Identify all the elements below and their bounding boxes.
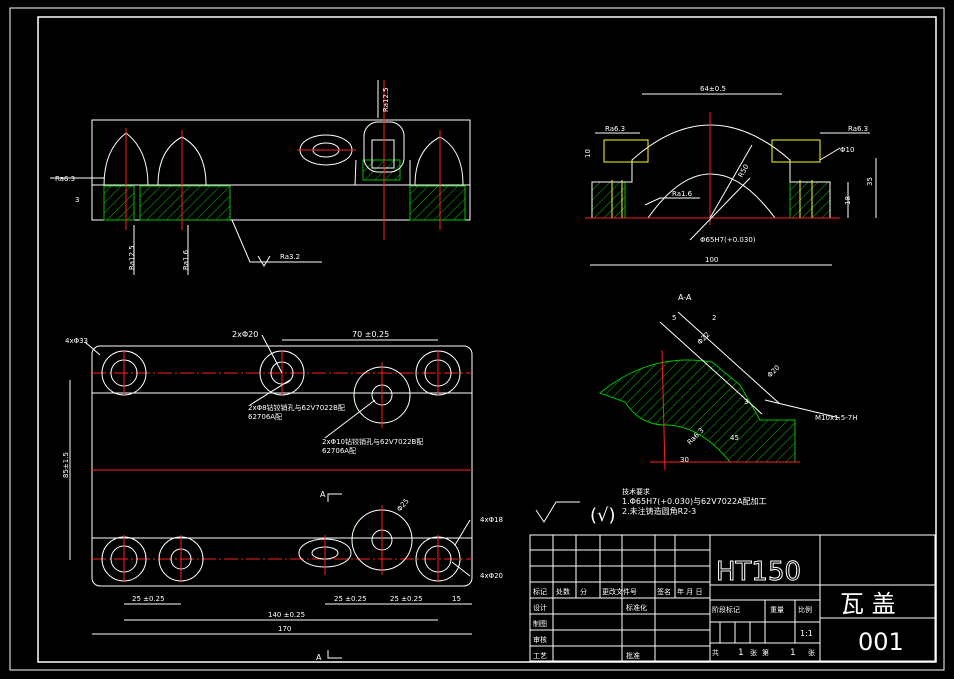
section-thread: M10x1.5-7H bbox=[815, 414, 857, 422]
side-dim-phi65: Φ65H7(+0.030) bbox=[700, 236, 756, 244]
section-dim-45: 45 bbox=[730, 434, 739, 442]
tb-drawing-no: 001 bbox=[858, 628, 904, 656]
plan-note-pin2: 2xΦ10钻铰销孔与62V7022B配 bbox=[322, 437, 423, 446]
plan-note-pin1: 2xΦ8钻铰销孔与62V7022B配 bbox=[248, 403, 345, 412]
technical-notes: (√) 技术要求 1.Φ65H7(+0.030)与62V7022A配加工 2.未… bbox=[535, 487, 767, 526]
plan-dim-25b: 25 ±0.25 bbox=[334, 595, 367, 603]
tb-page-n: 1 bbox=[790, 648, 796, 658]
plan-dim-70: 70 ±0.25 bbox=[352, 330, 389, 339]
tb-scale: 1:1 bbox=[800, 629, 813, 638]
title-block: 标记 设计 制图 审核 工艺 处数 分 更改文件号 签名 年 月 日 标准化 批… bbox=[529, 534, 936, 662]
section-dim-5: 5 bbox=[672, 314, 676, 322]
side-dim-35: 35 bbox=[866, 177, 874, 186]
tb-material: HT150 bbox=[716, 557, 801, 587]
side-ra-center: Ra1.6 bbox=[672, 190, 693, 198]
plan-phi25: Φ25 bbox=[395, 497, 410, 513]
front-ra-left: Ra6.3 bbox=[55, 175, 75, 183]
tb-weight: 重量 bbox=[770, 606, 784, 614]
front-ra-top: Ra12.5 bbox=[382, 87, 390, 112]
notes-line1: 1.Φ65H7(+0.030)与62V7022A配加工 bbox=[622, 496, 767, 506]
plan-section-mark-bottom: A bbox=[316, 653, 322, 662]
tb-row-1: 设计 bbox=[533, 603, 547, 612]
plan-hole-4x20: 4xΦ20 bbox=[480, 572, 503, 580]
tb-row-3: 审核 bbox=[533, 635, 547, 644]
section-dim-2: 2 bbox=[712, 314, 716, 322]
section-dim-phi20: Φ20 bbox=[766, 364, 782, 380]
front-dim-3: 3 bbox=[75, 196, 79, 204]
notes-line2: 2.未注铸造圆角R2-3 bbox=[622, 506, 696, 516]
section-label: A-A bbox=[678, 293, 692, 302]
section-dim-30: 30 bbox=[680, 456, 689, 464]
side-dim-18: 18 bbox=[844, 196, 852, 205]
side-view: R50 64±0.5 100 35 18 10 Ra6.3 Ra6.3 Φ10 … bbox=[584, 85, 877, 266]
front-ra-bottom2: Ra1.6 bbox=[182, 249, 190, 270]
side-dim-top: 64±0.5 bbox=[700, 85, 726, 93]
tb-page: 第 bbox=[762, 648, 769, 657]
plan-view: 4xΦ33 2xΦ20 70 ±0.25 2xΦ8钻铰销孔与62V7022B配 … bbox=[62, 330, 503, 662]
side-dim-r: R50 bbox=[737, 163, 751, 179]
inner-border bbox=[37, 16, 937, 663]
tb-row-4: 工艺 bbox=[533, 652, 547, 660]
tb-approve: 批准 bbox=[626, 651, 640, 660]
plan-section-mark-top: A bbox=[320, 490, 326, 499]
side-dim-100: 100 bbox=[705, 256, 718, 264]
section-dim-phi22: Φ22 bbox=[696, 331, 712, 347]
plan-hole-2x20: 2xΦ20 bbox=[232, 330, 258, 339]
tb-col-2: 更改文件号 bbox=[602, 587, 637, 596]
side-ra-left: Ra6.3 bbox=[605, 125, 625, 133]
tb-col-4: 年 月 日 bbox=[677, 587, 702, 596]
tb-total-n: 1 bbox=[738, 648, 744, 658]
svg-text:(√): (√) bbox=[590, 505, 616, 526]
plan-hole-4x18: 4xΦ18 bbox=[480, 516, 503, 524]
tb-total: 共 bbox=[712, 648, 719, 657]
side-ra-right: Ra6.3 bbox=[848, 125, 868, 133]
section-dim-3: 3 bbox=[744, 398, 748, 406]
plan-dim-25c: 25 ±0.25 bbox=[390, 595, 423, 603]
notes-heading: 技术要求 bbox=[622, 487, 650, 496]
tb-sheet: 张 bbox=[750, 648, 757, 657]
tb-row-0: 标记 bbox=[533, 587, 547, 596]
tb-col-3: 签名 bbox=[657, 587, 671, 596]
plan-note-c: 4xΦ33 bbox=[65, 337, 88, 345]
section-view: A-A M10x1.5-7H 5 2 Φ22 Φ20 Ra6.3 3 30 45 bbox=[599, 293, 857, 471]
tb-row-2: 制图 bbox=[533, 619, 547, 628]
front-ra-bottom1: Ra12.5 bbox=[128, 245, 136, 270]
plan-note-pin1b: 62706A配 bbox=[248, 413, 282, 421]
outer-border bbox=[9, 7, 945, 671]
front-view: Ra6.3 3 Ra12.5 Ra1.6 Ra12.5 Ra3.2 bbox=[50, 80, 471, 275]
tb-stage: 阶段标记 bbox=[712, 605, 740, 614]
tb-col-1: 分 bbox=[580, 587, 587, 596]
tb-part-name: 瓦 盖 bbox=[840, 590, 896, 618]
plan-note-pin2b: 62706A配 bbox=[322, 447, 356, 455]
tb-ratio: 比例 bbox=[798, 605, 812, 614]
front-ra-leader: Ra3.2 bbox=[280, 253, 300, 261]
side-dim-phi10: Φ10 bbox=[840, 146, 854, 154]
plan-dim-25a: 25 ±0.25 bbox=[132, 595, 165, 603]
tb-col-0: 处数 bbox=[556, 587, 570, 596]
side-dim-10: 10 bbox=[584, 149, 592, 158]
plan-dim-140: 140 ±0.25 bbox=[268, 611, 305, 619]
tb-page-unit: 张 bbox=[808, 648, 815, 657]
plan-dim-170: 170 bbox=[278, 625, 291, 633]
tb-std: 标准化 bbox=[626, 603, 647, 612]
plan-dim-height: 85±1.5 bbox=[62, 452, 70, 478]
plan-dim-15: 15 bbox=[452, 595, 461, 603]
